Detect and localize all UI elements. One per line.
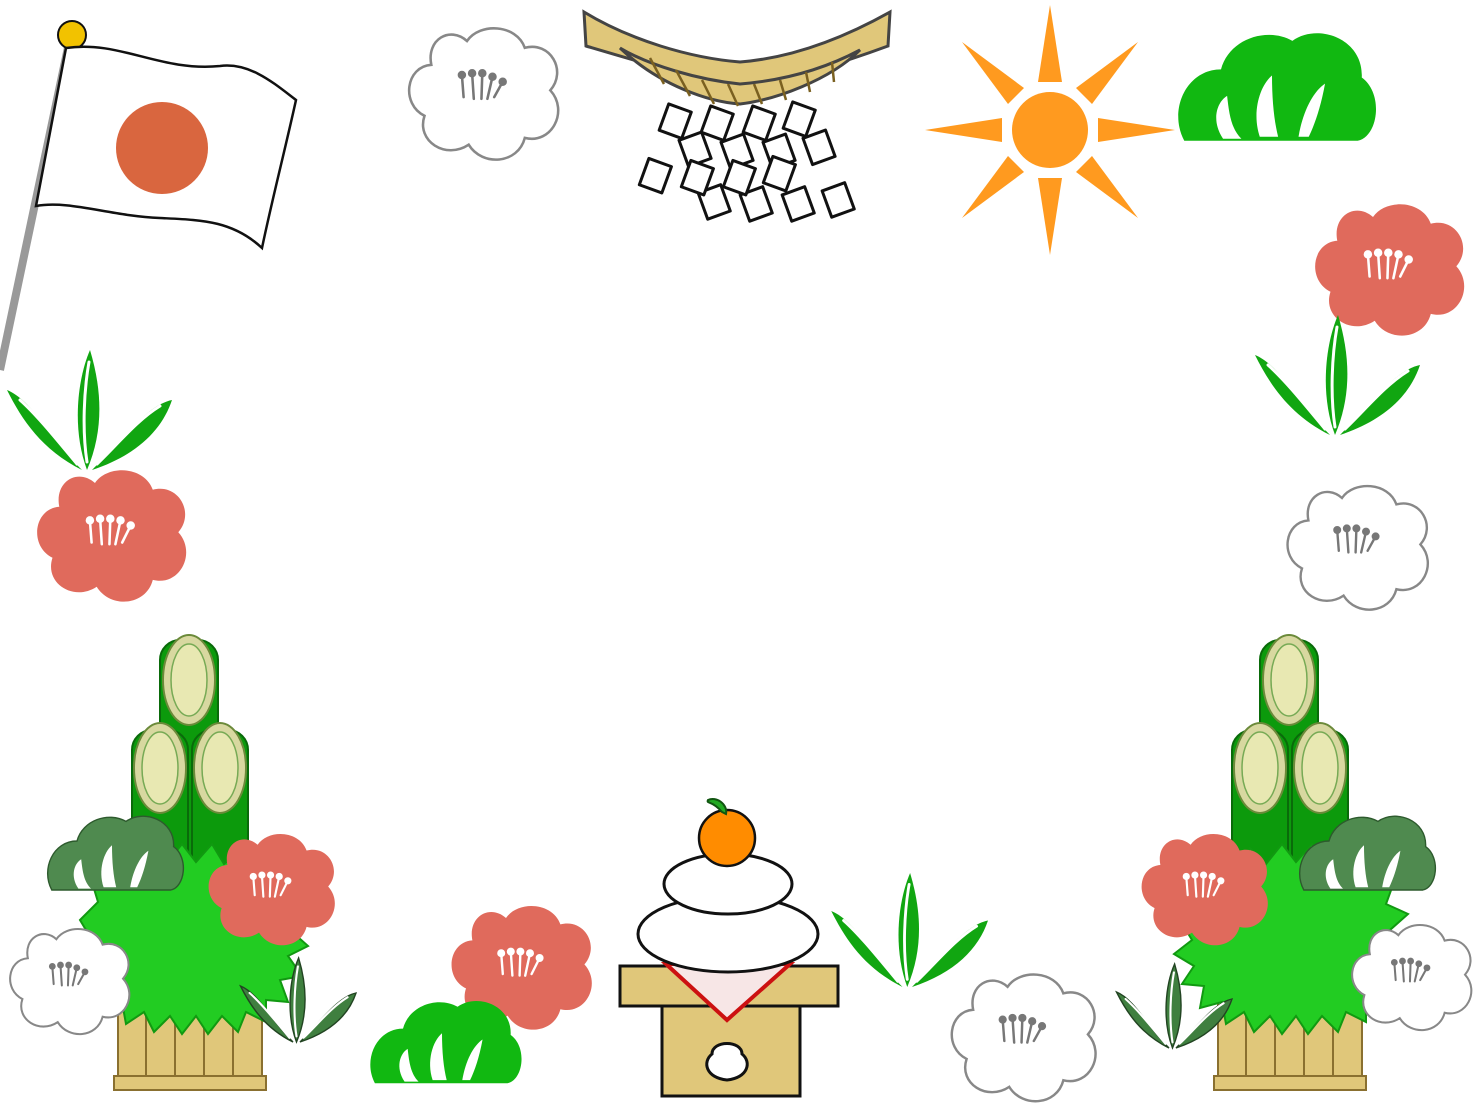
plum-blossom-white xyxy=(9,928,131,1036)
bamboo-leaves xyxy=(5,348,174,472)
plum-blossom-white xyxy=(407,27,560,161)
mikan-orange xyxy=(697,808,757,868)
japanese-flag xyxy=(0,20,298,371)
pine-cloud xyxy=(370,1000,522,1084)
kadomatsu-right xyxy=(1115,634,1473,1091)
flag-red-disc xyxy=(116,102,208,194)
plum-blossom-white xyxy=(1351,924,1473,1032)
kagami-mochi xyxy=(618,798,840,1098)
kadomatsu-left xyxy=(9,634,358,1091)
sun-icon xyxy=(925,5,1175,255)
plum-blossom-red xyxy=(1313,203,1466,337)
plum-blossom-white xyxy=(1286,484,1430,611)
sanbo-cutout xyxy=(705,1042,749,1082)
bamboo-leaves xyxy=(829,871,990,989)
shimenawa-rope xyxy=(582,9,892,223)
pine-cloud-dark xyxy=(46,815,185,891)
plum-blossom-red xyxy=(35,469,188,603)
flag-pole-knob xyxy=(57,20,87,50)
pine-cloud xyxy=(1178,33,1377,141)
mikan-leaf xyxy=(706,798,728,816)
plum-blossom-white xyxy=(950,973,1097,1103)
